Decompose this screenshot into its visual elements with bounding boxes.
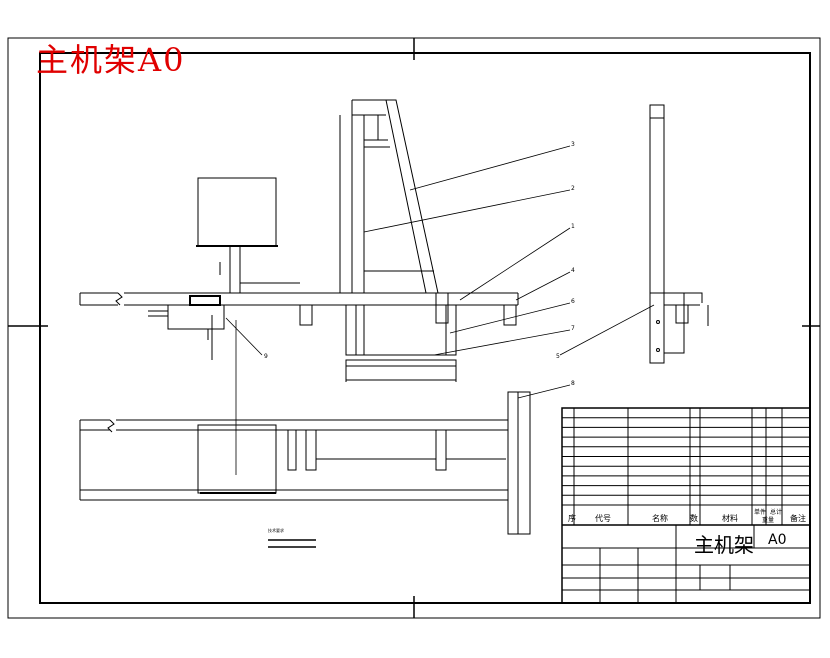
- balloon-5: 6: [571, 298, 575, 305]
- top-view: [79, 320, 531, 535]
- balloon-4: 4: [571, 267, 575, 274]
- balloon-7: 8: [571, 380, 575, 387]
- balloon-3: 1: [571, 223, 575, 230]
- col-total: 总计: [770, 508, 782, 516]
- title-block-text: 序 代号 名称 数 材料 单件 总计 重量 备注 主机架 A0: [568, 508, 806, 557]
- col-weight: 重量: [762, 516, 774, 524]
- balloon-9: 9: [264, 353, 268, 360]
- tech-notes: 技术要求: [268, 527, 316, 548]
- inner-frame: [39, 52, 811, 604]
- balloon-2: 2: [571, 185, 575, 192]
- drawing-format: A0: [768, 532, 786, 548]
- parts-list: [562, 408, 810, 525]
- balloon-6: 7: [571, 325, 575, 332]
- balloon-1: 3: [571, 141, 575, 148]
- leader-lines: [225, 145, 655, 399]
- side-view: [649, 104, 709, 364]
- col-remark: 备注: [790, 513, 806, 523]
- centering-marks: [8, 38, 820, 618]
- col-name: 名称: [652, 513, 668, 523]
- col-qty: 数: [690, 513, 698, 523]
- front-view: [79, 99, 519, 382]
- col-code: 代号: [595, 513, 611, 523]
- balloon-8: 5: [556, 353, 560, 360]
- balloon-labels: 3 2 1 4 6 7 8 5 9: [264, 141, 575, 387]
- col-unit: 单件: [754, 508, 766, 516]
- tech-notes-title: 技术要求: [268, 527, 284, 533]
- overlay-title: 主机架A0: [36, 41, 186, 79]
- col-material: 材料: [722, 513, 738, 523]
- col-seq: 序: [568, 513, 576, 523]
- trim-border: [7, 37, 821, 619]
- drawing-name: 主机架: [694, 533, 754, 557]
- title-block: [561, 407, 811, 604]
